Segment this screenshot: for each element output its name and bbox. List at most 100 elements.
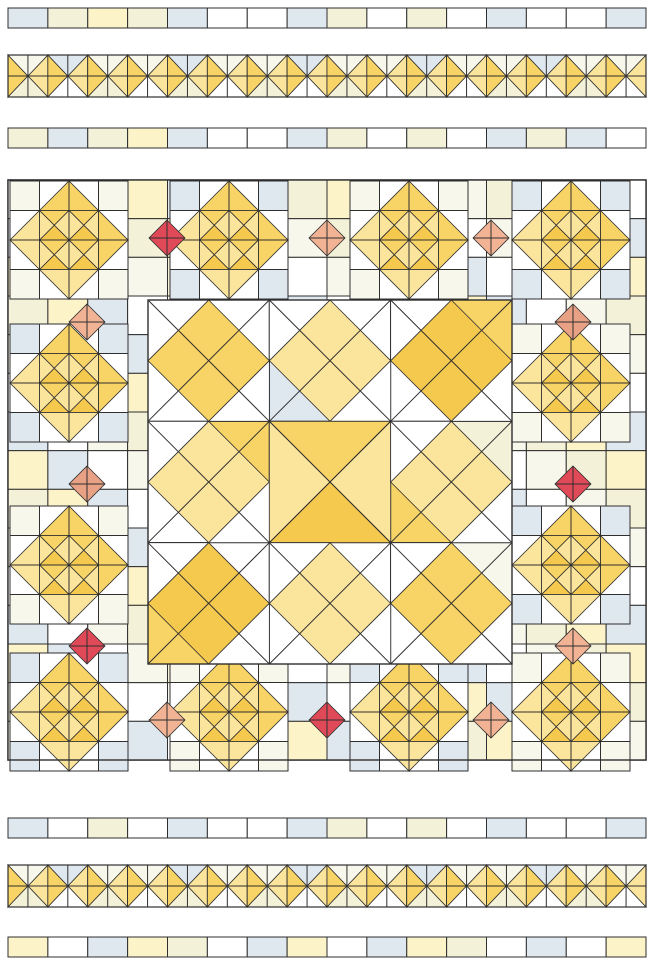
star-patch	[99, 653, 129, 683]
strip-patch	[88, 937, 128, 957]
star-patch	[512, 595, 542, 625]
strip-patch	[606, 128, 646, 148]
strip-patch	[48, 128, 88, 148]
star-patch	[259, 742, 289, 772]
star-patch	[512, 653, 542, 683]
strip-patch	[327, 8, 367, 28]
strip-patch	[606, 818, 646, 838]
star-patch	[99, 324, 129, 354]
border-strip	[8, 818, 646, 838]
strip-patch	[606, 8, 646, 28]
strip-patch	[168, 128, 208, 148]
star-patch	[601, 270, 631, 300]
strip-patch	[48, 818, 88, 838]
star-patch	[170, 181, 200, 211]
star-patch	[259, 181, 289, 211]
strip-patch	[327, 937, 367, 957]
star-patch	[439, 270, 469, 300]
star-patch	[601, 742, 631, 772]
star-block	[10, 506, 128, 624]
strip-patch	[407, 937, 447, 957]
star-patch	[512, 324, 542, 354]
strip-patch	[287, 128, 327, 148]
strip-patch	[88, 8, 128, 28]
strip-patch	[367, 128, 407, 148]
strip-patch	[48, 8, 88, 28]
strip-patch	[566, 937, 606, 957]
star-patch	[170, 742, 200, 772]
star-block	[350, 181, 468, 299]
background-patch	[8, 451, 48, 490]
star-block	[10, 181, 128, 299]
strip-patch	[566, 818, 606, 838]
star-patch	[350, 742, 380, 772]
star-patch	[99, 270, 129, 300]
star-patch	[601, 324, 631, 354]
strip-patch	[128, 8, 168, 28]
center-medallion	[148, 300, 512, 664]
background-patch	[287, 180, 327, 219]
strip-patch	[247, 818, 287, 838]
star-patch	[512, 270, 542, 300]
strip-patch	[447, 8, 487, 28]
strip-patch	[168, 937, 208, 957]
strip-patch	[447, 128, 487, 148]
strip-patch	[407, 128, 447, 148]
star-patch	[99, 742, 129, 772]
star-patch	[512, 181, 542, 211]
star-block	[170, 653, 288, 771]
strip-patch	[367, 8, 407, 28]
flying-geese-strip	[8, 55, 646, 97]
star-patch	[99, 595, 129, 625]
strip-patch	[247, 8, 287, 28]
star-block	[10, 653, 128, 771]
star-patch	[601, 413, 631, 443]
star-patch	[350, 181, 380, 211]
strip-patch	[128, 937, 168, 957]
strip-patch	[606, 937, 646, 957]
strip-patch	[287, 937, 327, 957]
strip-patch	[247, 937, 287, 957]
strip-patch	[168, 8, 208, 28]
star-patch	[99, 506, 129, 536]
strip-patch	[247, 128, 287, 148]
strip-patch	[168, 818, 208, 838]
strip-patch	[8, 937, 48, 957]
star-patch	[601, 181, 631, 211]
strip-patch	[8, 818, 48, 838]
strip-patch	[128, 818, 168, 838]
strip-patch	[287, 818, 327, 838]
strip-patch	[526, 128, 566, 148]
star-block	[512, 653, 630, 771]
star-patch	[99, 181, 129, 211]
flying-geese-strip	[8, 865, 646, 907]
strip-patch	[487, 8, 527, 28]
star-patch	[601, 506, 631, 536]
strip-patch	[88, 128, 128, 148]
strip-patch	[447, 937, 487, 957]
strip-patch	[526, 937, 566, 957]
strip-patch	[207, 128, 247, 148]
star-patch	[10, 270, 40, 300]
strip-patch	[407, 8, 447, 28]
strip-patch	[287, 8, 327, 28]
star-patch	[601, 595, 631, 625]
star-patch	[512, 742, 542, 772]
star-patch	[10, 324, 40, 354]
background-patch	[128, 180, 168, 219]
star-patch	[259, 270, 289, 300]
strip-patch	[327, 128, 367, 148]
star-patch	[10, 595, 40, 625]
strip-patch	[367, 818, 407, 838]
star-patch	[10, 506, 40, 536]
strip-patch	[8, 8, 48, 28]
strip-patch	[487, 818, 527, 838]
star-block	[512, 506, 630, 624]
star-patch	[10, 413, 40, 443]
star-patch	[99, 413, 129, 443]
main-quilt-body	[8, 180, 646, 771]
strip-patch	[8, 128, 48, 148]
star-patch	[439, 742, 469, 772]
strip-patch	[207, 818, 247, 838]
